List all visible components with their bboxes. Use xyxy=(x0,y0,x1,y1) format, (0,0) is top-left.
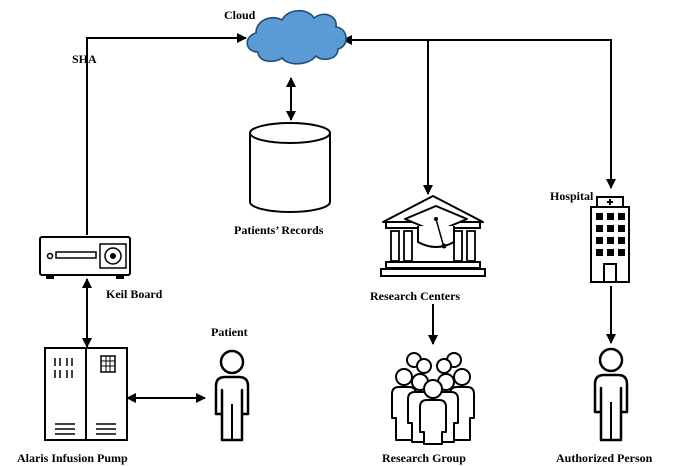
hospital-label: Hospital xyxy=(550,189,594,203)
cloud-icon xyxy=(246,9,347,65)
patient-label: Patient xyxy=(211,325,248,339)
hospital-building-icon xyxy=(590,196,630,283)
person-icon xyxy=(214,349,250,442)
infusion-pump-icon xyxy=(44,347,128,441)
person-icon xyxy=(593,347,629,442)
patients-records-label: Patients’ Records xyxy=(234,223,324,237)
group-icon xyxy=(391,352,475,445)
cloud-label: Cloud xyxy=(224,8,256,22)
alaris-infusion-pump-label: Alaris Infusion Pump xyxy=(17,451,128,465)
sha-label: SHA xyxy=(72,52,97,66)
database-icon xyxy=(249,122,331,213)
keil-board-label: Keil Board xyxy=(106,287,163,301)
research-group-label: Research Group xyxy=(382,451,466,465)
research-centers-label: Research Centers xyxy=(370,289,460,303)
graduation-building-icon xyxy=(380,195,486,277)
circuit-board-icon xyxy=(39,236,131,279)
authorized-person-label: Authorized Person xyxy=(556,451,653,465)
edge-keilboard-to-cloud xyxy=(86,33,247,235)
